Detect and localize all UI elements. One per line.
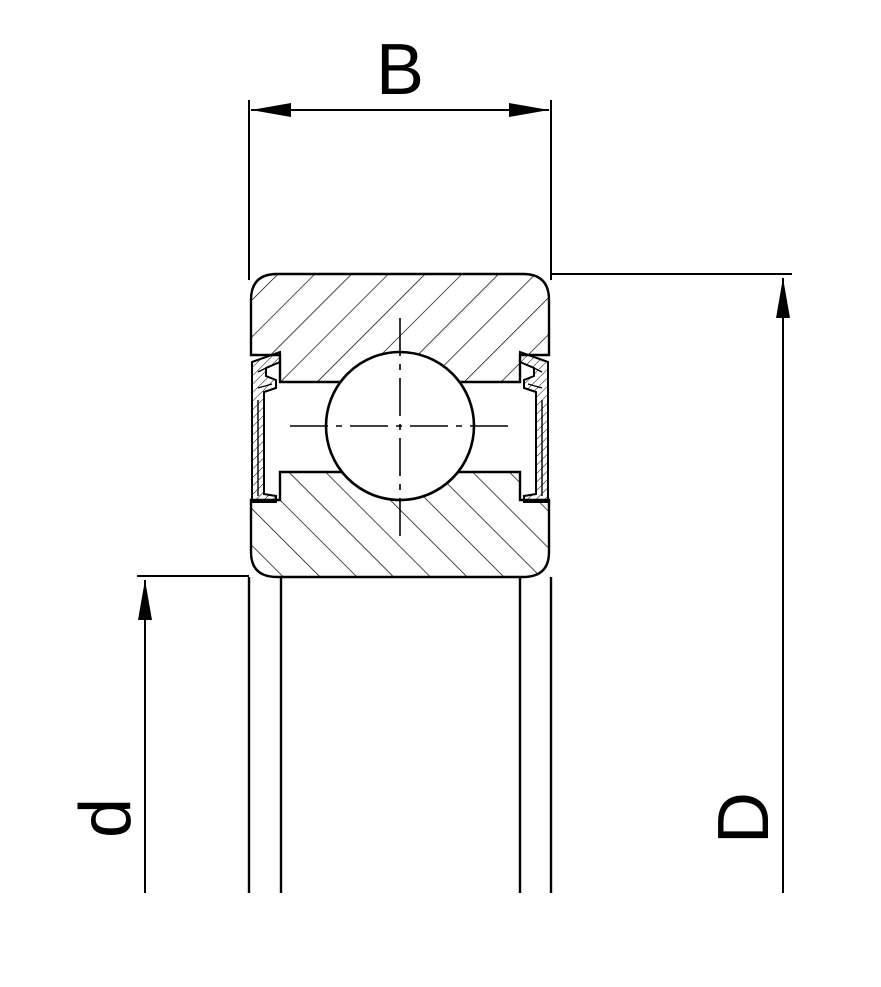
left-seal <box>251 350 281 503</box>
outer-diameter-dimension: D <box>551 273 792 893</box>
bore-lines <box>247 577 553 893</box>
right-seal <box>519 350 549 503</box>
width-dimension: B <box>248 30 552 280</box>
inner-diameter-dimension: d <box>66 575 249 893</box>
width-label-B: B <box>376 30 424 110</box>
outer-diameter-label-D: D <box>704 792 784 844</box>
bearing-section <box>249 272 551 579</box>
inner-diameter-label-d: d <box>66 798 146 838</box>
